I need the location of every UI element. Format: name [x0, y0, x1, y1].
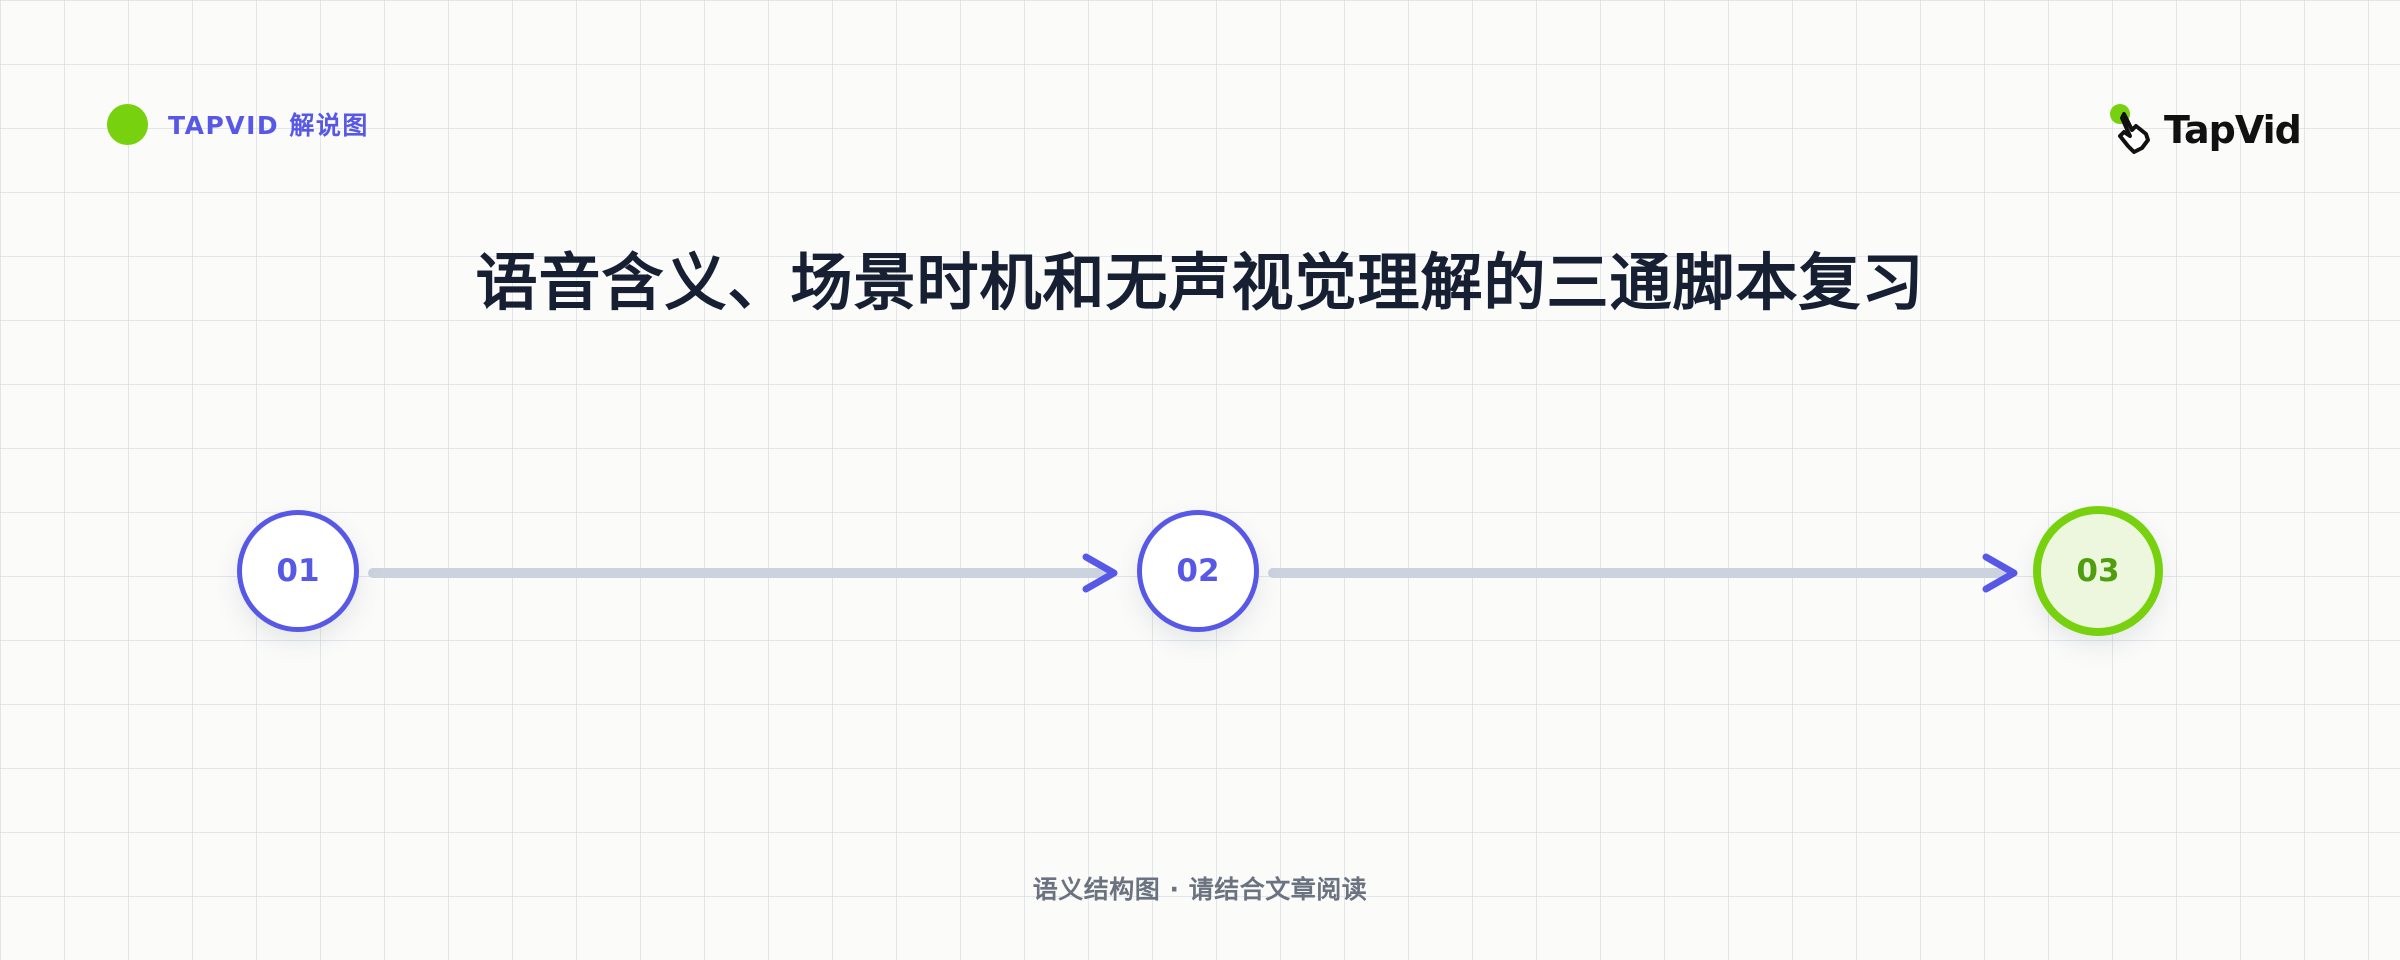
page-title: 语音含义、场景时机和无声视觉理解的三通脚本复习	[475, 246, 1925, 319]
connector-2	[1268, 568, 2010, 578]
brand-tag: TAPVID 解说图	[107, 103, 369, 145]
brand-tag-label: TAPVID 解说图	[168, 111, 369, 140]
tapvid-logo[interactable]: TapVid	[2106, 100, 2302, 160]
step-1[interactable]: 01	[237, 510, 359, 632]
footer-caption: 语义结构图 · 请结合文章阅读	[1032, 875, 1368, 904]
logo-text: TapVid	[2164, 108, 2302, 152]
brand-dot	[107, 103, 148, 145]
step-3[interactable]: 03	[2033, 506, 2163, 636]
hand-pointer-icon	[2110, 104, 2150, 154]
connector-1	[368, 568, 1110, 578]
arrow-head-icon	[1082, 553, 1118, 593]
step-2[interactable]: 02	[1137, 510, 1259, 632]
arrow-head-icon	[1982, 553, 2018, 593]
